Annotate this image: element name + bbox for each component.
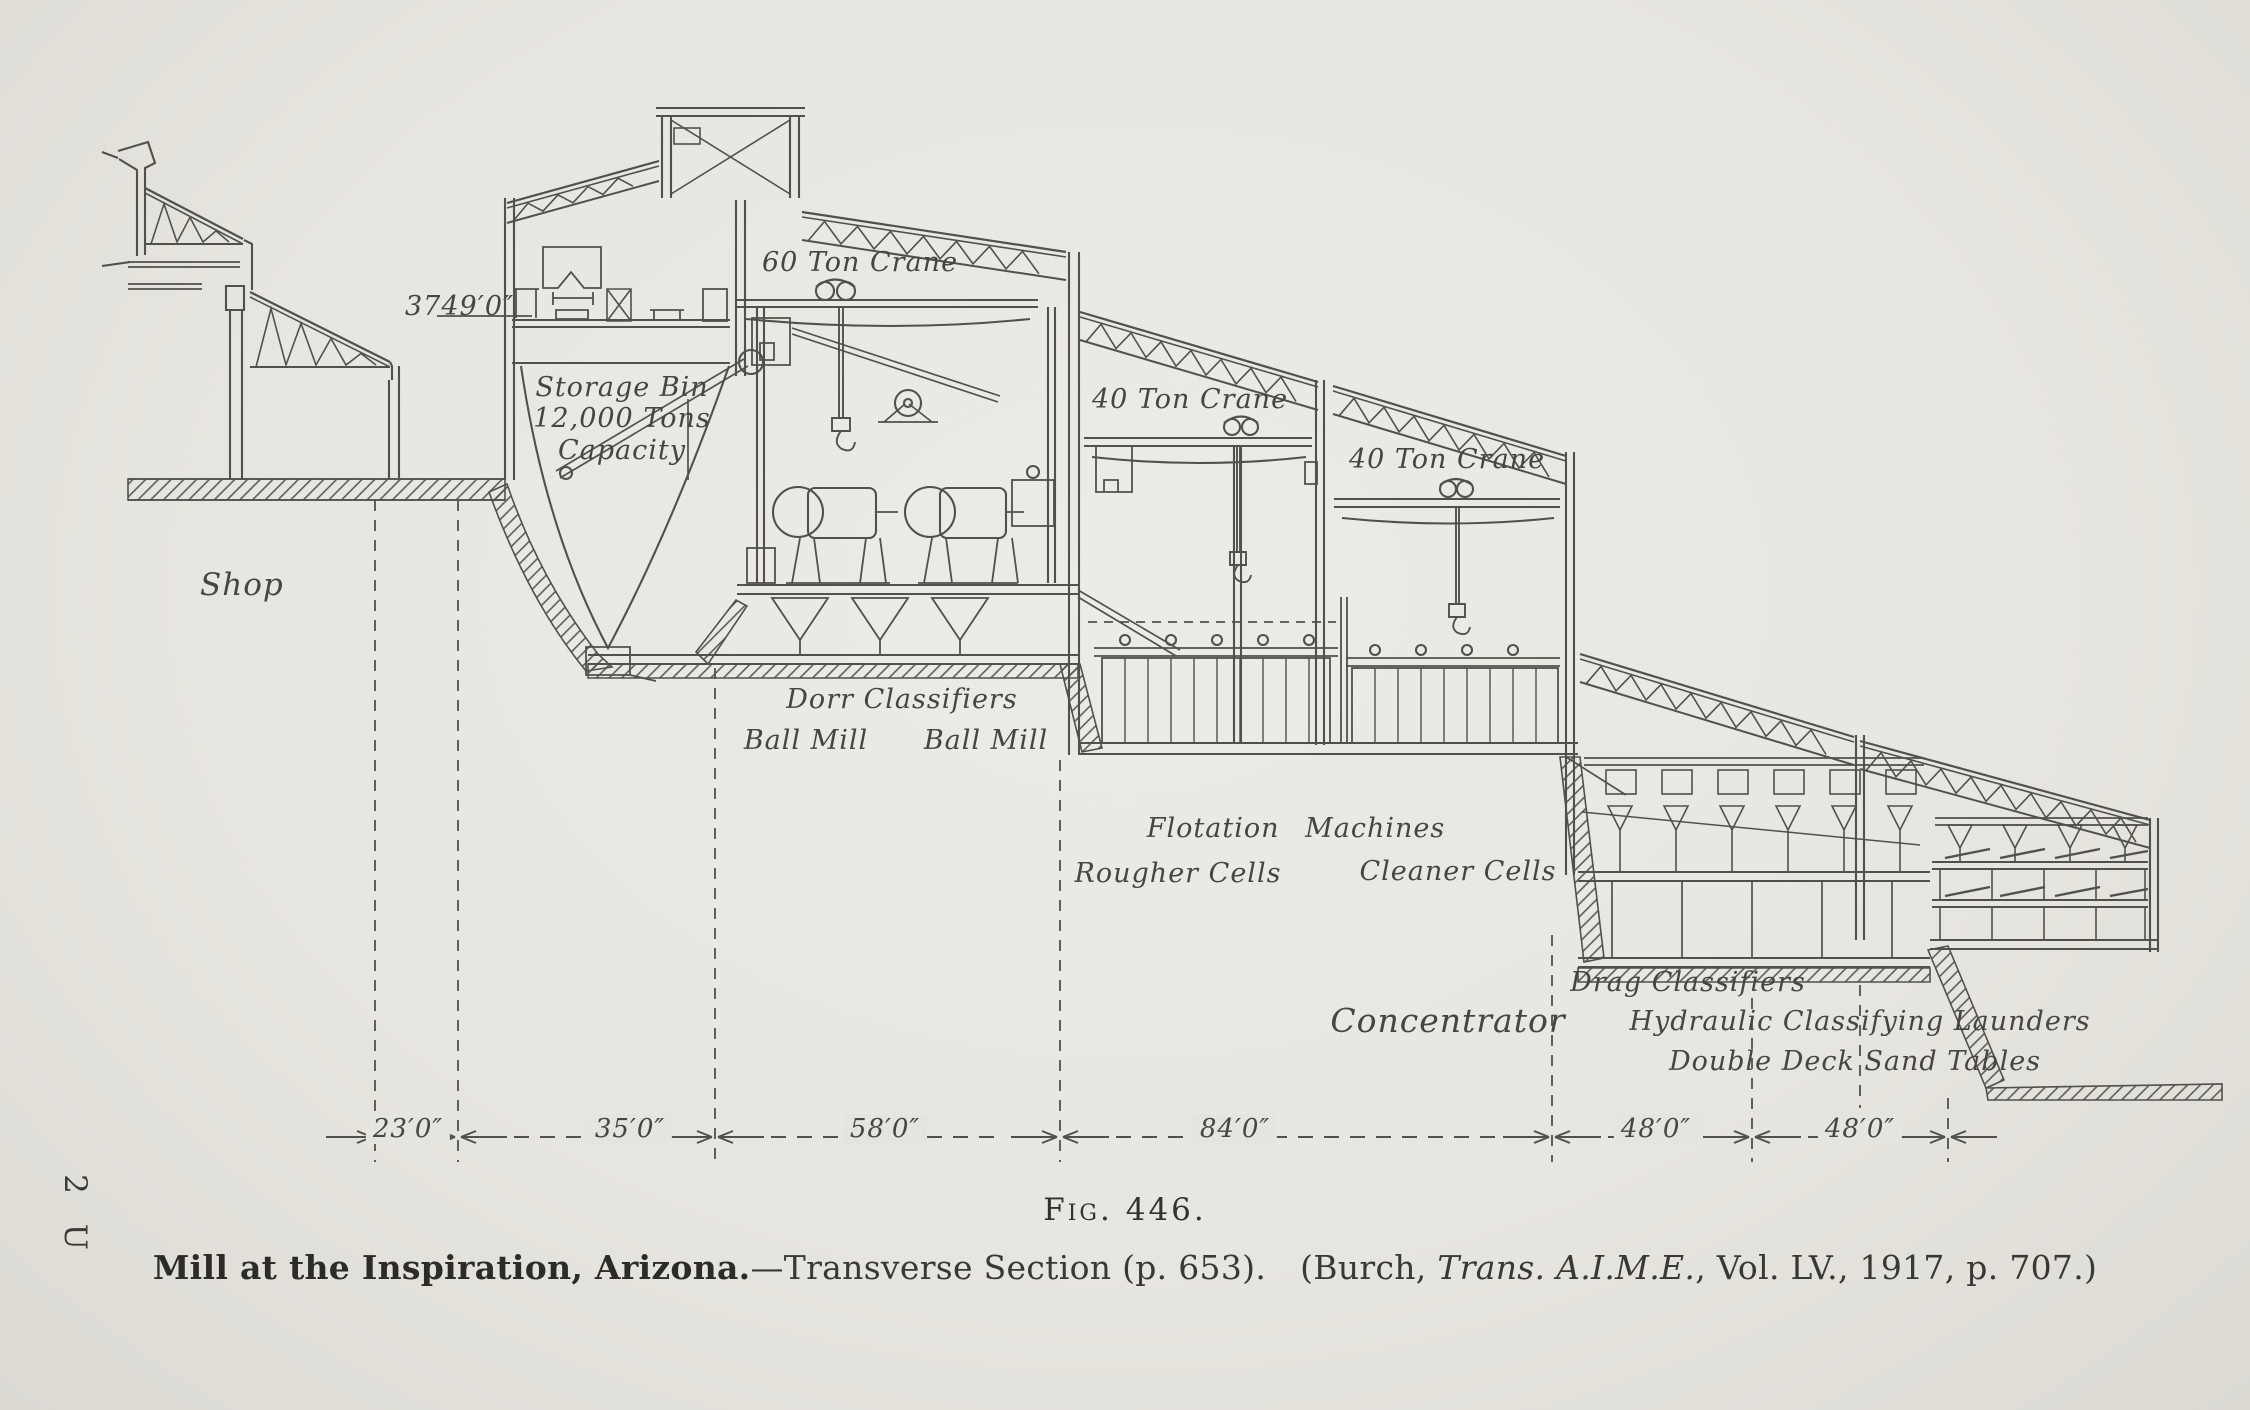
caption-cite-italic: Trans. A.I.M.E. <box>1437 1248 1696 1287</box>
storage-bin-label: Storage Bin 12,000 Tons Capacity <box>533 372 711 466</box>
hydraulic-launders-label: Hydraulic Classifying Launders <box>1629 1006 2091 1037</box>
drag-classifiers-label: Drag Classifiers <box>1570 967 1806 998</box>
cleaner-cells-label: Cleaner Cells <box>1359 856 1557 887</box>
structure-lines <box>101 106 2160 969</box>
elevation-label: 3749′0″ <box>405 291 515 322</box>
caption-cite-close: , Vol. LV., 1917, p. 707.) <box>1695 1248 2098 1287</box>
dimension-84ft: 84′0″ <box>1192 1114 1278 1145</box>
dorr-classifiers-label: Dorr Classifiers <box>786 684 1018 715</box>
figure-number: Fig. 446. <box>1043 1192 1207 1228</box>
caption-section: —Transverse Section (p. 653). <box>750 1248 1267 1287</box>
concentrator-label: Concentrator <box>1330 1001 1566 1040</box>
ground-hatching <box>127 478 2223 1101</box>
dimension-48ft-a: 48′0″ <box>1613 1114 1699 1145</box>
caption-cite-open: (Burch, <box>1300 1248 1438 1287</box>
ball-mill-1-label: Ball Mill <box>743 725 869 756</box>
caption-title: Mill at the Inspiration, Arizona. <box>152 1248 751 1287</box>
dimension-48ft-b: 48′0″ <box>1817 1114 1903 1145</box>
crane-40-b-label: 40 Ton Crane <box>1348 444 1546 475</box>
dimension-23ft: 23′0″ <box>365 1114 451 1145</box>
crane-60-label: 60 Ton Crane <box>761 247 959 278</box>
dimension-35ft: 35′0″ <box>587 1114 673 1145</box>
flotation-machines-label: Flotation Machines <box>1146 813 1446 844</box>
double-deck-label: Double Deck Sand Tables <box>1668 1046 2042 1077</box>
crane-40-a-label: 40 Ton Crane <box>1091 384 1289 415</box>
ball-mill-2-label: Ball Mill <box>923 725 1049 756</box>
shop-label: Shop <box>200 567 284 603</box>
rougher-cells-label: Rougher Cells <box>1074 858 1282 889</box>
figure-caption: Mill at the Inspiration, Arizona.—Transv… <box>0 1248 2250 1287</box>
dimension-58ft: 58′0″ <box>842 1114 928 1145</box>
printers-signature: 2 U <box>57 1174 93 1260</box>
